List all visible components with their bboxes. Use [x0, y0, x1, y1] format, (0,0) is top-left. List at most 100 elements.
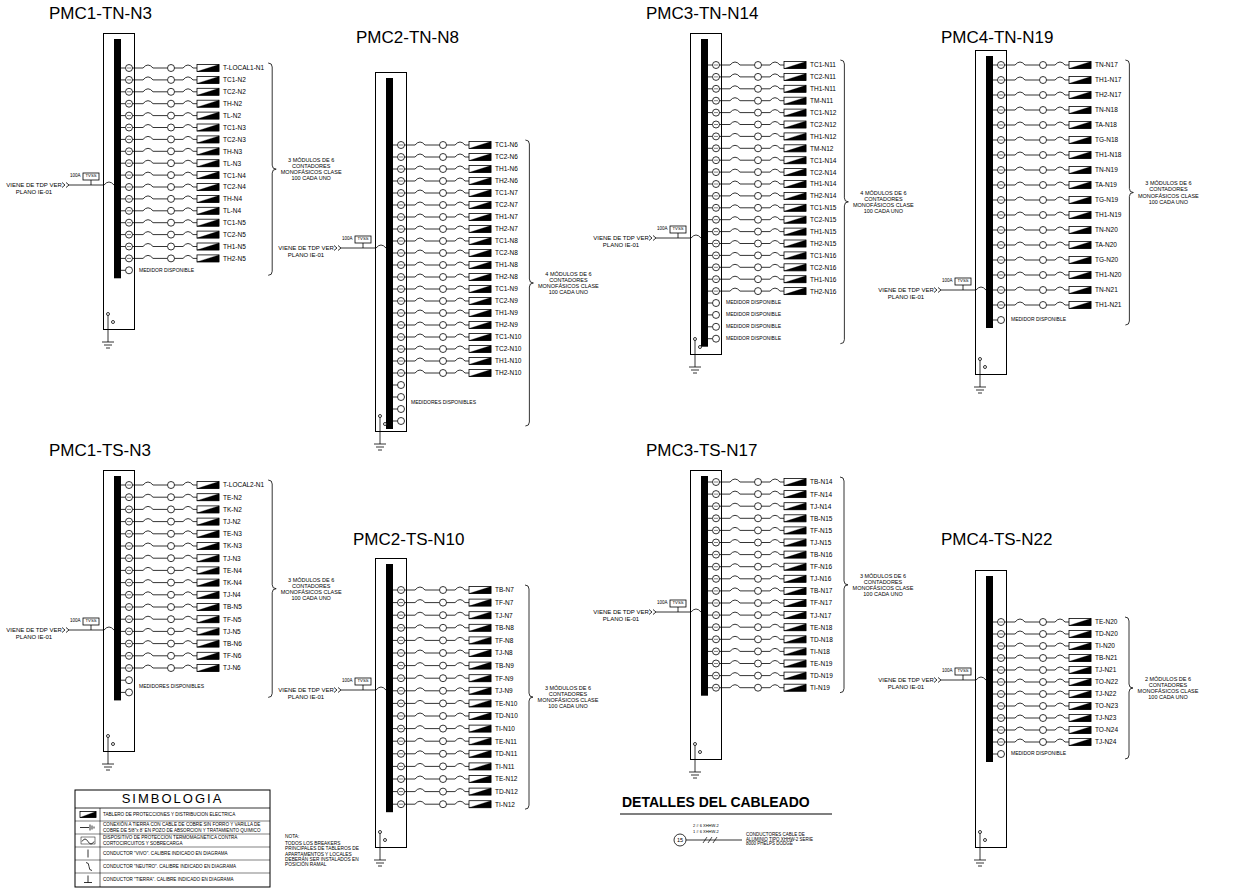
wire — [708, 291, 713, 292]
breaker-symbol — [730, 205, 740, 208]
breaker-symbol — [770, 86, 780, 89]
meter-symbol — [127, 79, 131, 80]
cable-callout — [440, 358, 447, 365]
wire — [708, 326, 713, 327]
panel-title: PMC1-TN-N3 — [49, 5, 152, 22]
load-panel-symbol — [197, 604, 219, 611]
wire — [465, 653, 469, 654]
meter-panel: PMC2-TN-N8 — [375, 72, 407, 432]
meter-symbol — [999, 200, 1003, 201]
load-panel-symbol — [469, 700, 491, 707]
wire — [121, 546, 126, 547]
wire — [447, 313, 456, 314]
load-panel-symbol — [469, 776, 491, 783]
terminal — [699, 751, 702, 754]
load-panel-symbol — [197, 555, 219, 562]
load-panel-symbol — [784, 228, 806, 235]
cable-callout — [1040, 137, 1047, 144]
legend-sample — [88, 876, 89, 883]
meter-symbol — [399, 602, 403, 603]
breaker-symbol — [415, 663, 425, 666]
load-panel-symbol — [469, 662, 491, 669]
meter-symbol — [399, 741, 403, 742]
wire — [121, 497, 126, 498]
breaker-symbol — [770, 205, 780, 208]
breaker-symbol — [415, 700, 425, 703]
breaker-symbol — [1055, 619, 1065, 622]
wire — [1025, 200, 1040, 201]
meter-symbol — [713, 121, 720, 128]
meter-label: TH1-N17 — [1095, 76, 1121, 83]
load-panel-symbol — [197, 628, 219, 635]
load-panel-symbol — [197, 160, 219, 167]
wire — [1025, 634, 1040, 635]
load-panel-symbol — [469, 675, 491, 682]
load-panel-symbol — [784, 240, 806, 247]
breaker-symbol — [143, 531, 153, 534]
breaker-symbol — [1055, 679, 1065, 682]
wire — [447, 627, 456, 628]
wire — [175, 127, 184, 128]
meter-label: TC1-N16 — [810, 252, 836, 259]
ground-wire — [695, 341, 696, 368]
breaker-symbol — [1055, 257, 1065, 260]
wire — [1047, 646, 1056, 647]
meter-symbol — [127, 103, 131, 104]
spare-meter-label: MEDIDORES DISPONIBLES — [139, 684, 204, 690]
wire — [393, 277, 398, 278]
meter-symbol — [127, 619, 131, 620]
meter-label: TM-N12 — [810, 145, 833, 152]
meter-symbol — [398, 788, 405, 795]
ground-symbol — [104, 767, 112, 768]
spare-meter-symbol — [126, 267, 133, 274]
breaker-symbol — [183, 555, 193, 558]
surge-protector — [355, 236, 371, 243]
wire — [193, 151, 197, 152]
load-panel-symbol — [784, 181, 806, 188]
load-panel-symbol — [784, 684, 806, 691]
load-panel-symbol — [784, 216, 806, 223]
meter-symbol — [713, 240, 720, 247]
wire — [393, 289, 398, 290]
breaker-symbol — [770, 503, 780, 506]
cable-callout — [440, 214, 447, 221]
wire — [393, 678, 398, 679]
wire — [425, 265, 440, 266]
cable-callout — [755, 133, 762, 140]
breaker-symbol — [183, 113, 193, 116]
meter-label: TE-N4 — [223, 567, 242, 574]
breaker-symbol — [455, 738, 465, 741]
meter-symbol — [398, 286, 405, 293]
feeder-wire — [656, 612, 691, 613]
breaker-symbol — [415, 726, 425, 729]
wire — [1025, 622, 1040, 623]
meter-label: TN-N18 — [1095, 106, 1118, 113]
wire — [740, 243, 755, 244]
load-panel-symbol — [1069, 242, 1091, 249]
wire — [121, 607, 126, 608]
meter-symbol — [999, 305, 1003, 306]
wire — [465, 193, 469, 194]
wire — [153, 485, 168, 486]
wire — [762, 243, 771, 244]
cable-callout — [440, 587, 447, 594]
cable-callout — [755, 264, 762, 271]
load-panel-symbol — [469, 612, 491, 619]
wire — [1025, 646, 1040, 647]
meter-symbol — [399, 193, 403, 194]
wire — [121, 234, 126, 235]
wire — [993, 694, 998, 695]
wire — [393, 385, 398, 386]
load-panel-symbol — [784, 563, 806, 570]
breaker-symbol — [770, 600, 780, 603]
meter-label: TC1-N5 — [223, 219, 246, 226]
wire — [740, 554, 755, 555]
feeder-wire — [341, 248, 376, 249]
wire — [780, 542, 784, 543]
wire — [1065, 230, 1069, 231]
cable-callout — [755, 587, 762, 594]
breaker-symbol — [1055, 107, 1065, 110]
wire — [175, 91, 184, 92]
wire — [740, 136, 755, 137]
wire — [993, 682, 998, 683]
